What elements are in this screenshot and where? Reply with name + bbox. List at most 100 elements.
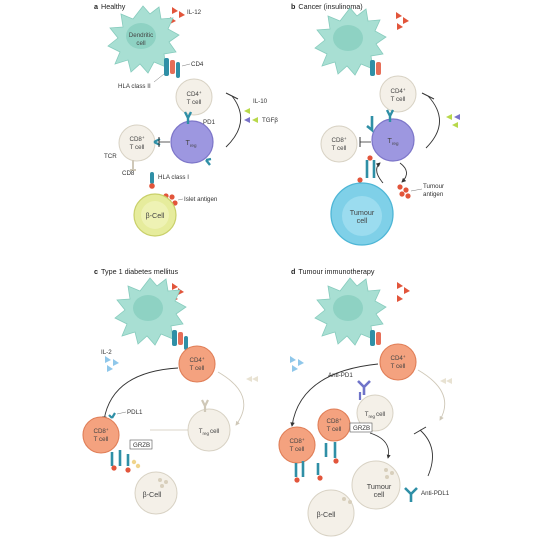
faded-cytokine-icon (246, 376, 258, 382)
faded-cytokine-icon (440, 378, 452, 384)
cd4-t-cell: CD4+ T cell (175, 78, 213, 116)
treg-label: Tregcell (365, 411, 386, 419)
hla-class-ii-receptor (172, 330, 188, 350)
tumour-cell-label-2: cell (357, 216, 368, 225)
suppression-arc (419, 429, 433, 477)
islet-antigen-label: Islet antigen (184, 196, 218, 203)
il12-cytokine-icon (170, 7, 185, 24)
il2-label: IL-2 (101, 349, 112, 356)
cd8-t-cell-activated: CD8+ T cell (278, 426, 316, 464)
cd4-t-cell-label-1: CD4+ (390, 87, 405, 95)
cd4-to-cd8-arrow (102, 367, 179, 421)
anti-pdl1-antibody-icon (404, 487, 418, 502)
cd8-t-cell-label-1b: CD8+ (289, 437, 304, 445)
beta-cell: β-Cell (133, 193, 177, 237)
il10-cytokine-icon (244, 108, 250, 114)
treg-cell-faded: Tregcell (187, 399, 231, 452)
cd8-t-cell-label-2: T cell (327, 426, 342, 433)
cd4-t-cell-activated: CD4+ T cell (379, 343, 417, 381)
beta-cell-label: β-Cell (146, 211, 165, 220)
hla-class-ii-receptor (164, 58, 180, 78)
il10-label: IL-10 (253, 98, 268, 105)
cd4-treg-faded-arrow (417, 369, 446, 421)
cd4-t-cell: CD4+ T cell (379, 75, 417, 113)
beta-cell-label: β-Cell (143, 490, 162, 499)
grzb-label: GRZB (133, 442, 150, 449)
treg-tumour-arrow (375, 162, 384, 184)
hla-class-ii-receptor (370, 330, 381, 346)
tcr-receptor-icon (130, 160, 136, 171)
treg-label: Tregcell (199, 428, 220, 436)
cd4-t-cell-activated: CD4+ T cell (178, 345, 216, 383)
cd4-treg-faded-arrow (217, 371, 245, 426)
dendritic-cell (314, 277, 387, 346)
cd8-t-cell-label-2: T cell (130, 144, 145, 151)
tumour-antigen-icon (397, 184, 411, 199)
cd8-label: CD8 (122, 170, 135, 177)
anti-pd1-antibody-icon (357, 380, 371, 395)
tcr-label: TCR (104, 153, 117, 160)
cd8-t-cell-label-1: CD8+ (331, 136, 346, 144)
cd8-t-cell-label-2: T cell (332, 145, 347, 152)
il2-cytokine-icon (290, 356, 304, 372)
cd8-t-cell-label-1: CD8+ (326, 417, 341, 425)
treg-suppression-arc (225, 95, 241, 148)
tumour-cell-label-1: Tumour (350, 208, 375, 217)
treg-label: Treg (388, 136, 399, 146)
cd4-t-cell-label-1: CD4+ (186, 90, 201, 98)
cd8-t-cell-label-1: CD8+ (93, 427, 108, 435)
cd8-t-cell-label-2b: T cell (290, 446, 305, 453)
cd8-t-cell: CD8+ T cell (320, 125, 358, 163)
tumour-antigen-label-2: antigen (423, 191, 444, 198)
cd4-t-cell-label-1: CD4+ (390, 354, 405, 362)
tumour-cell: Tumour cell (330, 182, 394, 246)
tumour-treg-arrow (399, 162, 407, 183)
hla-class-i-label: HLA class I (158, 174, 189, 181)
treg-suppression-arc (425, 95, 440, 149)
pd1-pdl1-receptors (357, 116, 376, 183)
tumour-cell-damaged: Tumour cell (351, 460, 401, 510)
grzb-label: GRZB (353, 425, 370, 432)
dendritic-cell (314, 7, 387, 76)
il12-cytokine-icon (397, 282, 410, 302)
cd8-t-cell-activated: CD8+ T cell (317, 408, 351, 442)
cd4-t-cell-label-2: T cell (391, 363, 406, 370)
anti-pd1-label: Anti-PD1 (328, 372, 353, 379)
cd4-label: CD4 (191, 61, 204, 68)
cd8-t-cell: CD8+ T cell (118, 124, 161, 162)
tumour-antigen-label-1: Tumour (423, 183, 444, 190)
beta-cell-label: β-Cell (317, 510, 336, 519)
treg-cell: Treg (170, 111, 214, 166)
il12-label: IL-12 (187, 9, 202, 16)
tcr-receptor-cluster (294, 442, 339, 483)
tgfb-cytokine-icon (244, 117, 258, 123)
dendritic-cell-label-2: cell (136, 40, 145, 47)
hla-class-i-receptor (149, 172, 155, 189)
pdl1-label: PDL1 (127, 409, 143, 416)
grzb-arrow (369, 432, 391, 459)
tumour-cell-label-2: cell (374, 490, 385, 499)
beta-cell-damaged: β-Cell (307, 489, 355, 537)
treg-label: Treg (186, 138, 197, 148)
hla-class-ii-label: HLA class II (118, 83, 151, 90)
treg-cell-faded: Tregcell (356, 392, 394, 432)
beta-cell-damaged: β-Cell (134, 471, 178, 515)
cd8-t-cell-label-2: T cell (94, 436, 109, 443)
cd8-t-cell-label-1: CD8+ (129, 135, 144, 143)
treg-cell: Treg (371, 109, 415, 162)
cd4-t-cell-label-2: T cell (187, 99, 202, 106)
cd4-t-cell-label-2: T cell (190, 365, 205, 372)
anti-pdl1-label: Anti-PDL1 (421, 490, 450, 497)
tumour-cell-label-1: Tumour (367, 482, 392, 491)
il2-cytokine-icon (105, 356, 119, 372)
dendritic-cell-label-1: Dendritic (129, 32, 153, 39)
cd4-t-cell-label-1: CD4+ (189, 356, 204, 364)
